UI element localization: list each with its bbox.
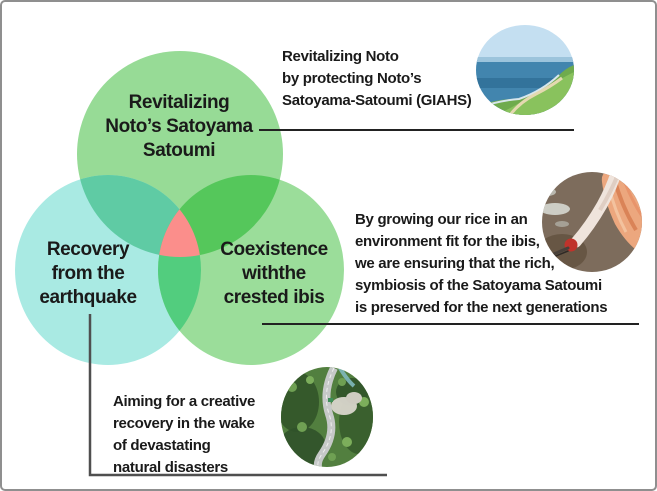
callout-line: is preserved for the next generations	[355, 299, 608, 316]
venn-label-line: Revitalizing	[128, 92, 230, 113]
venn-label-line: Recovery	[46, 239, 130, 260]
mountain-road-aerial-photo	[281, 367, 373, 467]
callout-line: Satoyama-Satoumi (GIAHS)	[282, 92, 472, 109]
callout-ibis: By growing our rice in an environment fi…	[355, 209, 608, 319]
callout-line: environment fit for the ibis,	[355, 233, 540, 250]
callout-line: Aiming for a creative	[113, 393, 256, 410]
callout-giahs: Revitalizing Noto by protecting Noto’s S…	[282, 46, 472, 112]
venn-label-line: from the	[51, 263, 125, 284]
venn-label-coexistence: Coexistence withthe crested ibis	[164, 238, 384, 310]
venn-label-line: earthquake	[39, 287, 137, 308]
overlap-top-left	[77, 175, 201, 257]
callout-line: by protecting Noto’s	[282, 70, 422, 87]
callout-line: Revitalizing Noto	[282, 48, 399, 65]
coastline-aerial-photo	[476, 25, 574, 115]
venn-label-line: Noto’s Satoyama	[105, 116, 253, 137]
callout-line: recovery in the wake	[113, 415, 255, 432]
callout-line: natural disasters	[113, 459, 228, 476]
callout-line: symbiosis of the Satoyama Satoumi	[355, 277, 602, 294]
callout-line: By growing our rice in an	[355, 211, 528, 228]
venn-label-line: Coexistence	[220, 239, 328, 260]
callout-recovery: Aiming for a creative recovery in the wa…	[113, 391, 255, 479]
callout-line: we are ensuring that the rich,	[355, 255, 555, 272]
venn-label-revitalizing-noto: Revitalizing Noto’s Satoyama Satoumi	[59, 91, 299, 163]
venn-label-line: Satoumi	[142, 140, 216, 161]
venn-label-line: crested ibis	[223, 287, 325, 308]
venn-label-line: withthe	[242, 263, 306, 284]
venn-label-recovery: Recovery from the earthquake	[2, 238, 188, 310]
recovery-connector-line	[88, 314, 387, 477]
overlap-top-right	[158, 175, 283, 257]
callout-line: of devastating	[113, 437, 211, 454]
